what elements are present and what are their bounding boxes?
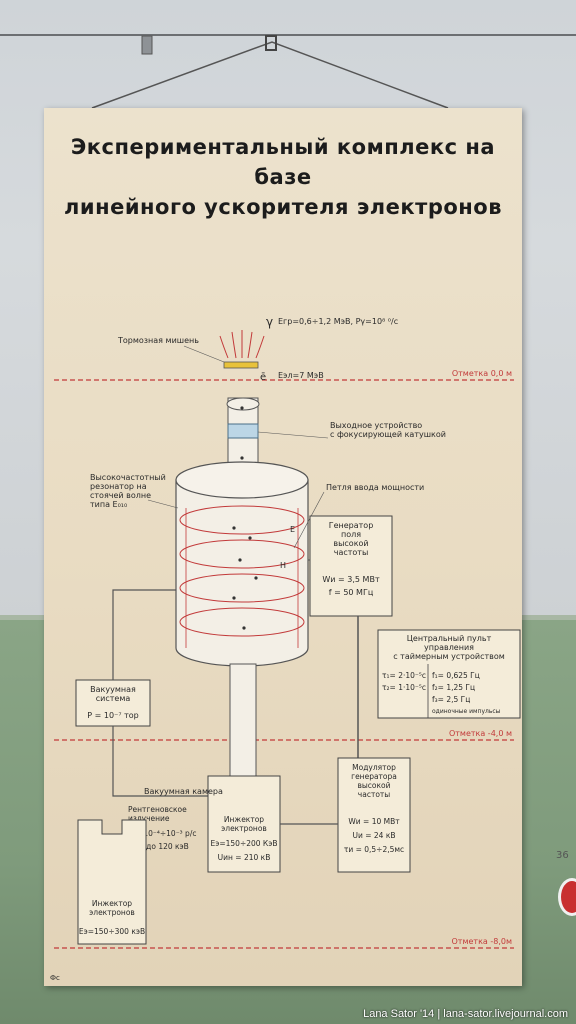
svg-text:P = 10⁻⁷ тор: P = 10⁻⁷ тор xyxy=(87,711,138,720)
power-input-label: Петля ввода мощности xyxy=(326,483,424,492)
level-label-8: Отметка -8,0м xyxy=(452,937,513,946)
braking-target xyxy=(223,361,259,369)
control-panel-title: Центральный пульт управления с таймерным… xyxy=(393,634,505,661)
svg-text:Рентгеновское: Рентгеновское xyxy=(128,805,187,814)
svg-text:система: система xyxy=(96,694,131,703)
poster-title-line2: линейного ускорителя электронов xyxy=(63,195,503,219)
svg-text:генератора: генератора xyxy=(351,772,397,781)
target-label: Тормозная мишень xyxy=(117,336,199,345)
output-device-label-1: Выходное устройство xyxy=(330,421,422,430)
svg-text:управления: управления xyxy=(424,643,474,652)
svg-text:τи = 0,5÷2,5мс: τи = 0,5÷2,5мс xyxy=(344,845,404,854)
wall-mark: 36 xyxy=(556,850,569,861)
svg-text:стоячей волне: стоячей волне xyxy=(90,491,151,500)
svg-text:Высокочастотный: Высокочастотный xyxy=(90,473,166,482)
svg-text:электронов: электронов xyxy=(89,908,135,917)
svg-text:частоты: частоты xyxy=(334,548,369,557)
svg-text:типа E₀₁₀: типа E₀₁₀ xyxy=(90,500,127,509)
small-injector-text: Инжектор электронов Eэ=150÷300 кэВ xyxy=(79,899,145,936)
focus-coil xyxy=(227,423,259,439)
svg-text:Eэ=150÷200 КэВ: Eэ=150÷200 КэВ xyxy=(210,839,277,848)
vacuum-chamber-label: Вакуумная камера xyxy=(144,787,223,796)
svg-text:τ₁= 2·10⁻⁵с: τ₁= 2·10⁻⁵с xyxy=(382,671,426,680)
svg-text:высокой: высокой xyxy=(333,539,368,548)
xray-text: Рентгеновское излучение F = 10⁻⁴÷10⁻³ р/… xyxy=(128,805,196,851)
svg-text:с таймерным устройством: с таймерным устройством xyxy=(393,652,505,661)
control-panel-values: τ₁= 2·10⁻⁵с τ₂= 1·10⁻⁵с f₁= 0,625 Гц f₂=… xyxy=(382,671,501,715)
hf-generator-text: Генератор поля высокой частоты Wи = 3,5 … xyxy=(322,521,380,597)
resonator-label: Высокочастотный резонатор на стоячей вол… xyxy=(90,473,166,509)
svg-text:Uин = 210 кВ: Uин = 210 кВ xyxy=(218,853,271,862)
hanger-wire xyxy=(91,35,449,109)
gamma-symbol: γ xyxy=(266,315,273,329)
svg-text:Вакуумная: Вакуумная xyxy=(90,685,136,694)
svg-text:Инжектор: Инжектор xyxy=(92,899,132,908)
svg-text:τ₂= 1·10⁻⁵с: τ₂= 1·10⁻⁵с xyxy=(382,683,426,692)
svg-text:f₃= 2,5 Гц: f₃= 2,5 Гц xyxy=(432,695,470,704)
svg-text:частоты: частоты xyxy=(358,790,390,799)
level-label-0: Отметка 0,0 м xyxy=(452,369,512,378)
modulator-text: Модулятор генератора высокой частоты Wи … xyxy=(344,763,404,854)
svg-text:f₂= 1,25 Гц: f₂= 1,25 Гц xyxy=(432,683,475,692)
focus-coil-top xyxy=(226,397,260,411)
svg-text:Eэ=150÷300 кэВ: Eэ=150÷300 кэВ xyxy=(79,927,145,936)
modulator-box xyxy=(337,757,411,873)
field-h-label: H xyxy=(280,561,286,570)
electron-dots xyxy=(232,406,258,630)
svg-text:высокой: высокой xyxy=(357,781,390,790)
svg-text:Инжектор: Инжектор xyxy=(224,815,264,824)
red-wall-fixture xyxy=(558,878,576,916)
corner-mark: Фс xyxy=(50,974,60,982)
svg-text:Модулятор: Модулятор xyxy=(352,763,396,772)
resonator-tank xyxy=(175,479,309,667)
electron-symbol: ē xyxy=(260,372,266,383)
gamma-rays xyxy=(219,330,265,359)
svg-text:Генератор: Генератор xyxy=(329,521,374,530)
svg-text:Wи = 3,5 МВт: Wи = 3,5 МВт xyxy=(322,575,380,584)
output-device-label-2: с фокусирующей катушкой xyxy=(330,430,446,439)
gamma-params: Eгр=0,6÷1,2 МэВ, Pγ=10⁸ ⁰/с xyxy=(278,317,398,326)
poster-title: Экспериментальный комплекс на базе линей… xyxy=(44,132,522,222)
level-label-4: Отметка -4,0 м xyxy=(449,729,512,738)
hanging-cord xyxy=(0,34,576,36)
beam-tube-lower xyxy=(229,663,257,777)
poster-title-line1: Экспериментальный комплекс на базе xyxy=(70,135,496,189)
vacuum-system-text: Вакуумная система P = 10⁻⁷ тор xyxy=(87,685,138,720)
svg-text:Центральный пульт: Центральный пульт xyxy=(407,634,492,643)
field-loops xyxy=(179,505,305,637)
svg-text:f₁= 0,625 Гц: f₁= 0,625 Гц xyxy=(432,671,480,680)
resonator-top xyxy=(175,461,309,499)
svg-text:Wи = 10 МВт: Wи = 10 МВт xyxy=(348,817,400,826)
poster: Экспериментальный комплекс на базе линей… xyxy=(44,108,522,986)
small-injector-box xyxy=(77,819,147,945)
svg-text:поля: поля xyxy=(341,530,361,539)
field-lines-e xyxy=(185,508,299,648)
accelerator-diagram: Отметка 0,0 м Отметка -4,0 м Отметка -8,… xyxy=(50,315,521,982)
hf-generator-box xyxy=(309,515,393,617)
svg-text:одиночные импульсы: одиночные импульсы xyxy=(432,708,501,715)
svg-text:Eр~ до 120 кэВ: Eр~ до 120 кэВ xyxy=(128,842,189,851)
control-panel-box xyxy=(377,629,521,719)
svg-text:Uи = 24 кВ: Uи = 24 кВ xyxy=(352,831,395,840)
photo-caption: Lana Sator '14 | lana-sator.livejournal.… xyxy=(363,1008,568,1020)
svg-text:электронов: электронов xyxy=(221,824,267,833)
svg-text:F = 10⁻⁴÷10⁻³ р/с: F = 10⁻⁴÷10⁻³ р/с xyxy=(128,829,196,838)
field-e-label: E xyxy=(290,525,295,534)
injector-text: Инжектор электронов Eэ=150÷200 КэВ Uин =… xyxy=(210,815,277,862)
svg-text:излучение: излучение xyxy=(128,814,170,823)
svg-text:резонатор на: резонатор на xyxy=(90,482,147,491)
injector-box xyxy=(207,775,281,873)
svg-text:f = 50 МГц: f = 50 МГц xyxy=(329,588,374,597)
electron-energy: Eэл=7 МэВ xyxy=(278,371,324,380)
